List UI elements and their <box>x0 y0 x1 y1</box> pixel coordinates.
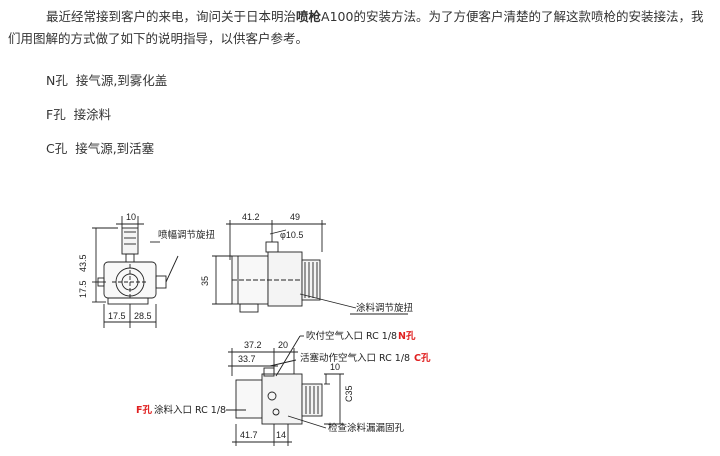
dim-bottom-b1: 41.7 <box>240 430 258 440</box>
dim-left-b1: 17.5 <box>108 311 126 321</box>
item-code: N孔 <box>46 73 68 88</box>
front-view <box>92 216 179 328</box>
dim-side-dia: φ10.5 <box>280 230 303 240</box>
side-view <box>212 220 408 315</box>
intro-bold-link: 喷枪 <box>296 9 322 24</box>
bottom-view <box>226 335 344 446</box>
dim-bottom-t2: 20 <box>278 340 288 350</box>
dim-bottom-b2: 14 <box>276 430 286 440</box>
dim-bottom-t3: 33.7 <box>238 354 256 364</box>
c-port-tag: C孔 <box>414 352 431 364</box>
dim-left-h1: 43.5 <box>78 254 88 272</box>
item-text: 接气源,到雾化盖 <box>75 73 168 88</box>
item-f-hole: F孔 接涂料 <box>46 104 111 123</box>
f-port-tag: F孔 <box>136 404 152 416</box>
item-code: F孔 <box>46 107 66 122</box>
dim-bottom-r1: 10 <box>330 362 340 372</box>
c-port-label: 活塞动作空气入口 RC 1/8 <box>300 352 410 364</box>
dim-left-h2: 17.5 <box>78 280 88 298</box>
dim-side-w1: 41.2 <box>242 212 260 222</box>
item-n-hole: N孔 接气源,到雾化盖 <box>46 70 167 89</box>
spray-gun-technical-drawing: 10 43.5 17.5 17.5 28.5 喷幅调节旋扭 41.2 49 φ1… <box>78 212 431 446</box>
dim-bottom-r2: C35 <box>344 385 354 402</box>
fluid-adjust-knob-label: 涂料调节旋扭 <box>356 302 414 314</box>
intro-text-1: 最近经常接到客户的来电，询问关于日本明治 <box>46 9 297 24</box>
n-port-label: 吹付空气入口 RC 1/8 <box>306 330 397 342</box>
item-c-hole: C孔 接气源,到活塞 <box>46 138 154 157</box>
dim-left-b2: 28.5 <box>134 311 152 321</box>
check-hole-label: 检查涂料漏漏固孔 <box>328 422 405 434</box>
dim-bottom-t1: 37.2 <box>244 340 262 350</box>
item-text: 接涂料 <box>73 107 112 122</box>
item-code: C孔 <box>46 141 68 156</box>
dim-side-h: 35 <box>200 276 210 286</box>
dim-left-top: 10 <box>126 212 136 222</box>
dim-side-w2: 49 <box>290 212 300 222</box>
f-port-label: 涂料入口 RC 1/8 <box>154 404 226 416</box>
intro-paragraph: 最近经常接到客户的来电，询问关于日本明治喷枪A100的安装方法。为了方便客户清楚… <box>8 6 712 50</box>
item-text: 接气源,到活塞 <box>75 141 155 156</box>
spray-width-knob-label: 喷幅调节旋扭 <box>158 229 216 241</box>
intro-text-2: A100的安装方法。为了方便客户清楚的了解这款喷枪的安装接法，我们用图解的方式做… <box>8 9 704 46</box>
n-port-tag: N孔 <box>398 330 416 342</box>
